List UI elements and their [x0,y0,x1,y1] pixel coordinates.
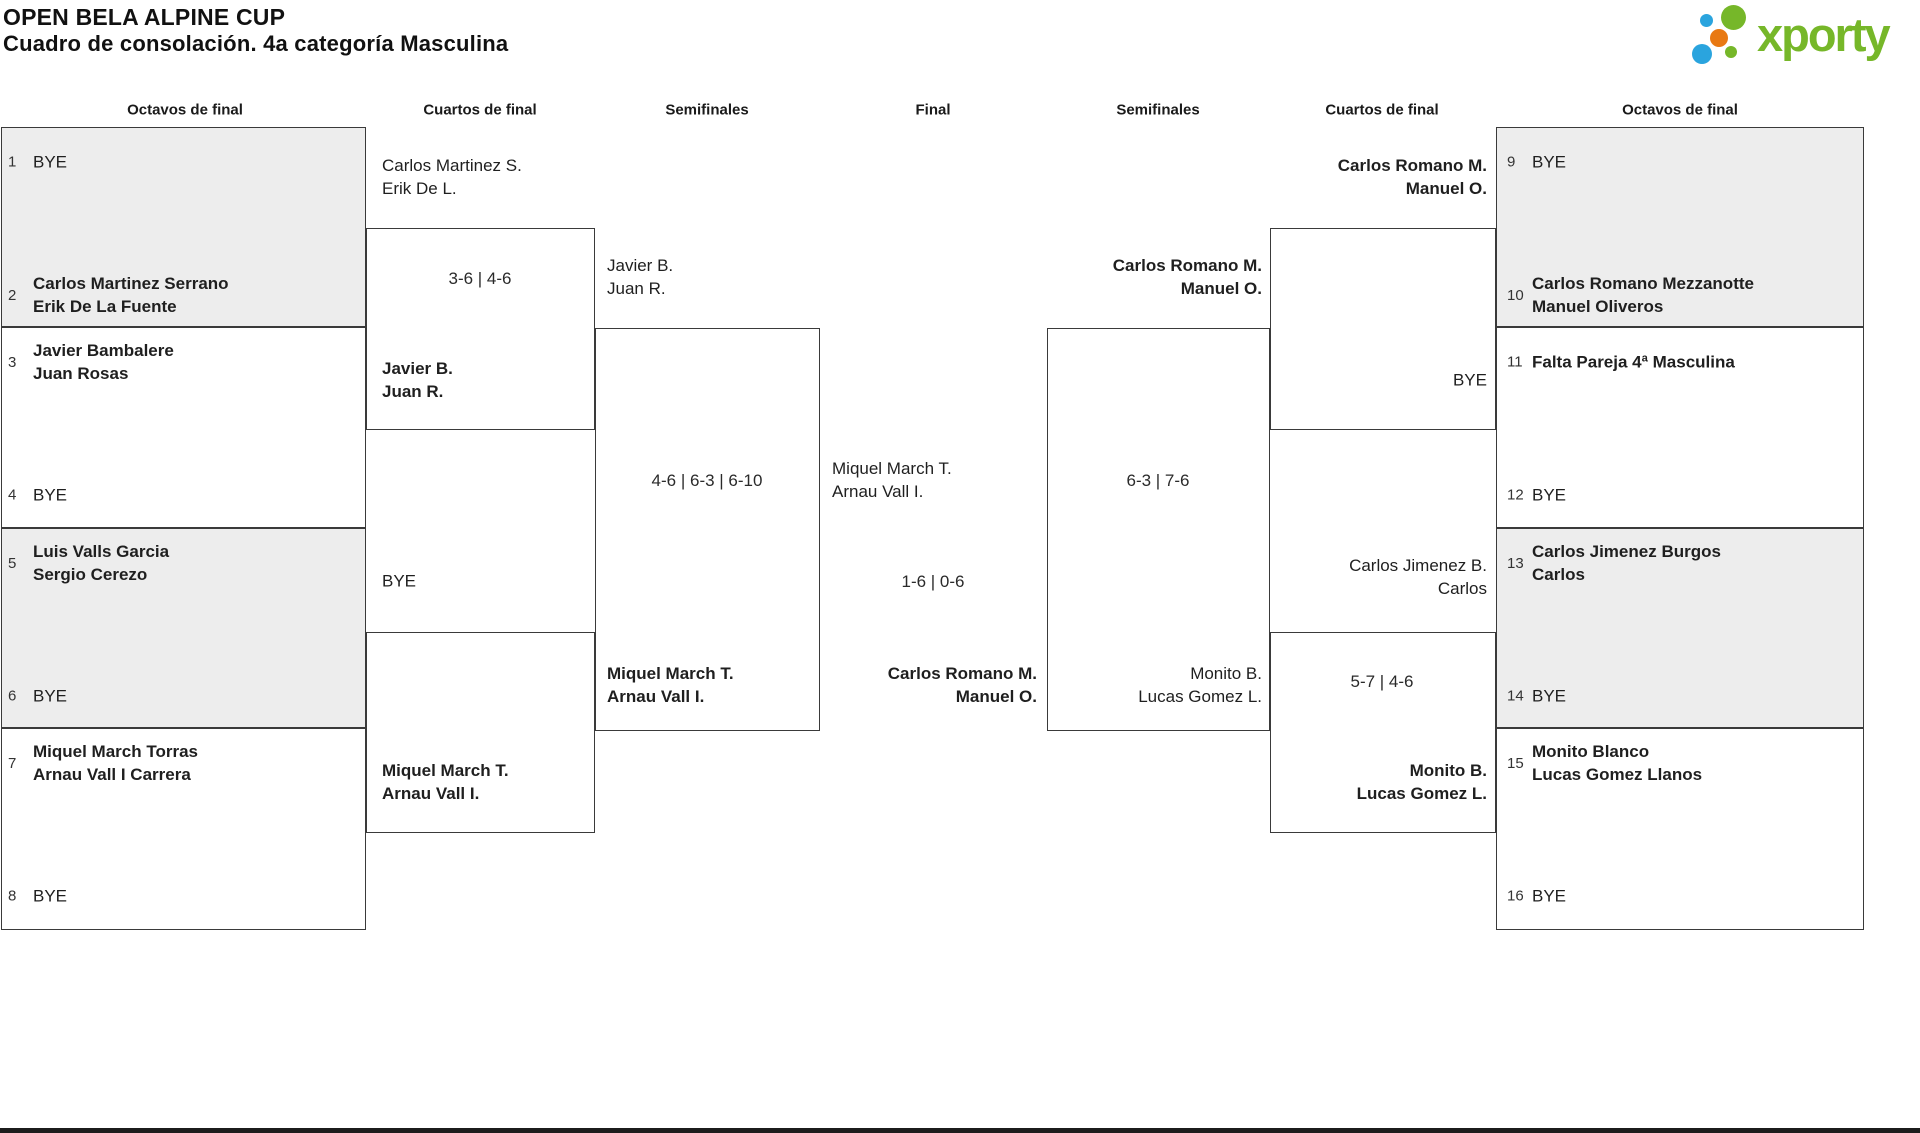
team-qf-right-1-winner: Carlos Romano M.Manuel O. [1337,156,1487,198]
round-header-3: Semifinales [665,101,749,119]
quarterfinal-left-2-box [366,632,595,833]
semifinal-left-box [595,328,820,731]
quarterfinal-right-1-box [1270,228,1496,430]
team-qf-right-1-bottom: BYE [1452,370,1487,390]
match-score-sf-left-score: 4-6 | 6-3 | 6-10 [651,471,763,490]
octavos-right-match-1-box [1496,127,1864,327]
octavos-right-match-2-box [1496,327,1864,528]
bracket-slot-9: 9 BYE [1507,151,1566,174]
logo-dot-green-small-icon [1725,46,1737,58]
logo-dot-blue-small-icon [1700,14,1713,27]
round-header-5: Semifinales [1116,101,1200,119]
slot-number: 8 [8,887,17,905]
slot-name: BYE [33,686,68,706]
team-qf-left-2-winner: Miquel March T.Arnau Vall I. [382,761,509,803]
slot-number: 7 [8,754,17,772]
bottom-edge [0,1128,1920,1133]
slot-number: 2 [8,286,17,304]
slot-number: 12 [1507,486,1524,504]
team-final-winner: Carlos Romano M.Manuel O. [887,664,1037,706]
slot-number: 9 [1507,153,1516,171]
octavos-left-match-3-box [1,528,366,728]
slot-name: BYE [1532,152,1567,172]
slot-name: BYE [33,485,68,505]
bracket-slot-8: 8 BYE [8,885,67,908]
team-qf-left-2-top: BYE [382,571,417,591]
slot-number: 10 [1507,286,1524,304]
octavos-left-match-2-box [1,327,366,528]
round-header-4: Final [915,101,951,119]
bracket-slot-12: 12 BYE [1507,484,1566,507]
slot-name: BYE [33,886,68,906]
page-title: OPEN BELA ALPINE CUP [3,4,286,30]
team-sf-left-winner: Miquel March T.Arnau Vall I. [607,664,734,706]
bracket-slot-11: 11 Falta Pareja 4ª Masculina [1507,351,1735,374]
round-header-7: Octavos de final [1622,101,1738,119]
slot-name: Falta Pareja 4ª Masculina [1532,352,1735,372]
team-qf-right-2-winner: Monito B.Lucas Gomez L. [1356,761,1487,803]
slot-number: 1 [8,153,17,171]
slot-name: BYE [1532,886,1567,906]
bracket-slot-16: 16 BYE [1507,885,1566,908]
quarterfinal-right-2-box [1270,632,1496,833]
page-subtitle: Cuadro de consolación. 4a categoría Masc… [3,31,509,56]
match-score-final-score: 1-6 | 0-6 [901,572,965,591]
match-score-sf-right-score: 6-3 | 7-6 [1126,471,1190,490]
bracket-slot-14: 14 BYE [1507,685,1566,708]
quarterfinal-left-1-box [366,228,595,430]
team-sf-left-top: Javier B.Juan R. [607,256,674,298]
bracket-slot-1: 1 BYE [8,151,67,174]
logo-wordmark: xporty [1757,8,1891,61]
slot-name: BYE [1532,485,1567,505]
slot-number: 14 [1507,687,1524,705]
octavos-right-match-4-box [1496,728,1864,930]
xporty-logo[interactable]: xporty [1681,3,1913,69]
semifinal-right-box [1047,328,1270,731]
bracket-slot-6: 6 BYE [8,685,67,708]
slot-number: 11 [1507,353,1523,371]
octavos-left-match-4-box [1,728,366,930]
team-sf-right-bottom: Monito B.Lucas Gomez L. [1138,664,1262,706]
slot-name: BYE [1532,686,1567,706]
logo-dot-orange-icon [1710,29,1728,47]
logo-dot-green-large-icon [1721,5,1746,30]
team-qf-left-1-winner: Javier B.Juan R. [382,359,453,401]
team-qf-right-2-top: Carlos Jimenez B.Carlos [1349,556,1487,598]
slot-number: 13 [1507,554,1524,572]
slot-number: 3 [8,353,17,371]
match-score-qf-right-2-score: 5-7 | 4-6 [1350,672,1414,691]
logo-dot-blue-large-icon [1692,44,1712,64]
bracket-slot-4: 4 BYE [8,484,67,507]
team-final-top: Miquel March T.Arnau Vall I. [832,459,952,501]
slot-number: 15 [1507,754,1524,772]
team-qf-left-1-top: Carlos Martinez S.Erik De L. [382,156,522,198]
round-header-2: Cuartos de final [423,101,537,119]
slot-number: 16 [1507,887,1524,905]
match-score-qf-left-1-score: 3-6 | 4-6 [448,269,512,288]
slot-number: 6 [8,687,17,705]
octavos-right-match-3-box [1496,528,1864,728]
slot-number: 5 [8,554,17,572]
slot-name: BYE [33,152,68,172]
round-header-1: Octavos de final [127,101,243,119]
octavos-left-match-1-box [1,127,366,327]
round-header-6: Cuartos de final [1325,101,1439,119]
team-sf-right-winner: Carlos Romano M.Manuel O. [1112,256,1262,298]
slot-number: 4 [8,486,17,504]
